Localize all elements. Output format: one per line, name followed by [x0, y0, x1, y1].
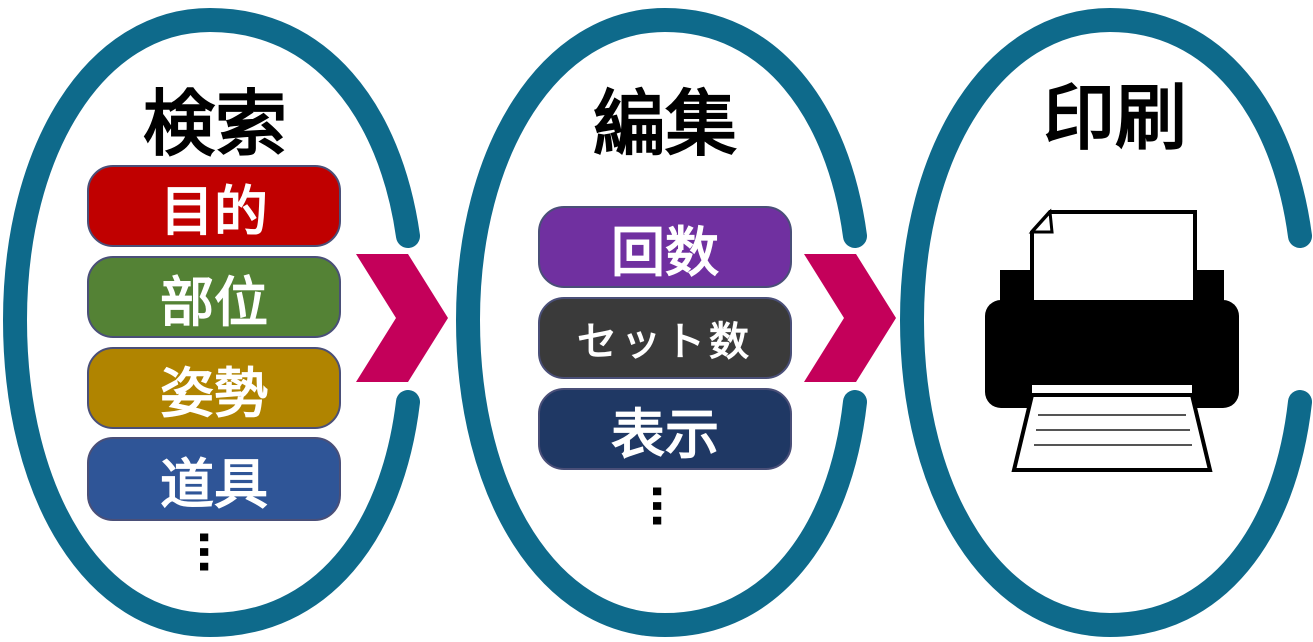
filter-item-part[interactable]: 部位: [87, 256, 341, 338]
stage-title-search: 検索: [142, 82, 287, 166]
edit-item-display[interactable]: 表示: [538, 388, 792, 470]
filter-item-posture[interactable]: 姿勢: [87, 347, 341, 429]
filter-item-tool[interactable]: 道具: [87, 437, 341, 521]
more-indicator: …: [642, 484, 693, 528]
chevron-right-icon: [804, 254, 896, 382]
stage-ring-print: [899, 7, 1312, 638]
printer-icon: [985, 208, 1239, 472]
edit-item-sets[interactable]: セット数: [538, 297, 792, 379]
chevron-right-icon: [356, 254, 448, 382]
stage-ring-edit: [455, 7, 867, 638]
stage-title-edit: 編集: [592, 82, 737, 166]
more-indicator: …: [189, 530, 240, 574]
edit-item-count[interactable]: 回数: [538, 206, 792, 288]
filter-item-purpose[interactable]: 目的: [87, 165, 341, 247]
stage-title-print: 印刷: [1042, 76, 1187, 160]
stage-ring-search: [2, 7, 420, 638]
